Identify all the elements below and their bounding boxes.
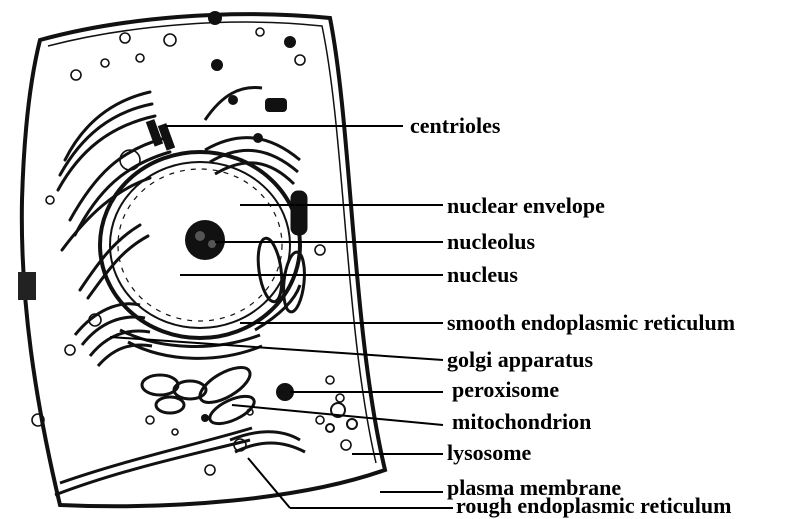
cell-illustration <box>18 11 385 506</box>
nucleus-structure <box>100 152 300 338</box>
leader-mitochondrion <box>232 405 443 425</box>
label-rough-er: rough endoplasmic reticulum <box>456 493 731 518</box>
label-mitochondrion: mitochondrion <box>452 409 591 434</box>
membrane-protrusion <box>18 272 36 300</box>
leader-golgi <box>110 337 443 360</box>
nucleolus-body <box>185 220 225 260</box>
leader-lines <box>110 126 453 508</box>
leader-rough-er <box>248 458 290 508</box>
labels: centrioles nuclear envelope nucleolus nu… <box>410 113 735 518</box>
label-smooth-er: smooth endoplasmic reticulum <box>447 310 735 335</box>
centriole <box>146 119 175 151</box>
dark-granules <box>201 11 296 422</box>
label-peroxisome: peroxisome <box>452 377 559 402</box>
mitochondria-cluster <box>142 361 258 430</box>
label-centrioles: centrioles <box>410 113 501 138</box>
golgi-apparatus-body <box>75 304 152 366</box>
label-nucleolus: nucleolus <box>447 229 535 254</box>
label-golgi-apparatus: golgi apparatus <box>447 347 594 372</box>
label-nucleus: nucleus <box>447 262 518 287</box>
lysosome-vesicles <box>326 403 357 432</box>
label-nuclear-envelope: nuclear envelope <box>447 193 605 218</box>
rough-er-bottom <box>55 428 305 495</box>
label-lysosome: lysosome <box>447 440 532 465</box>
